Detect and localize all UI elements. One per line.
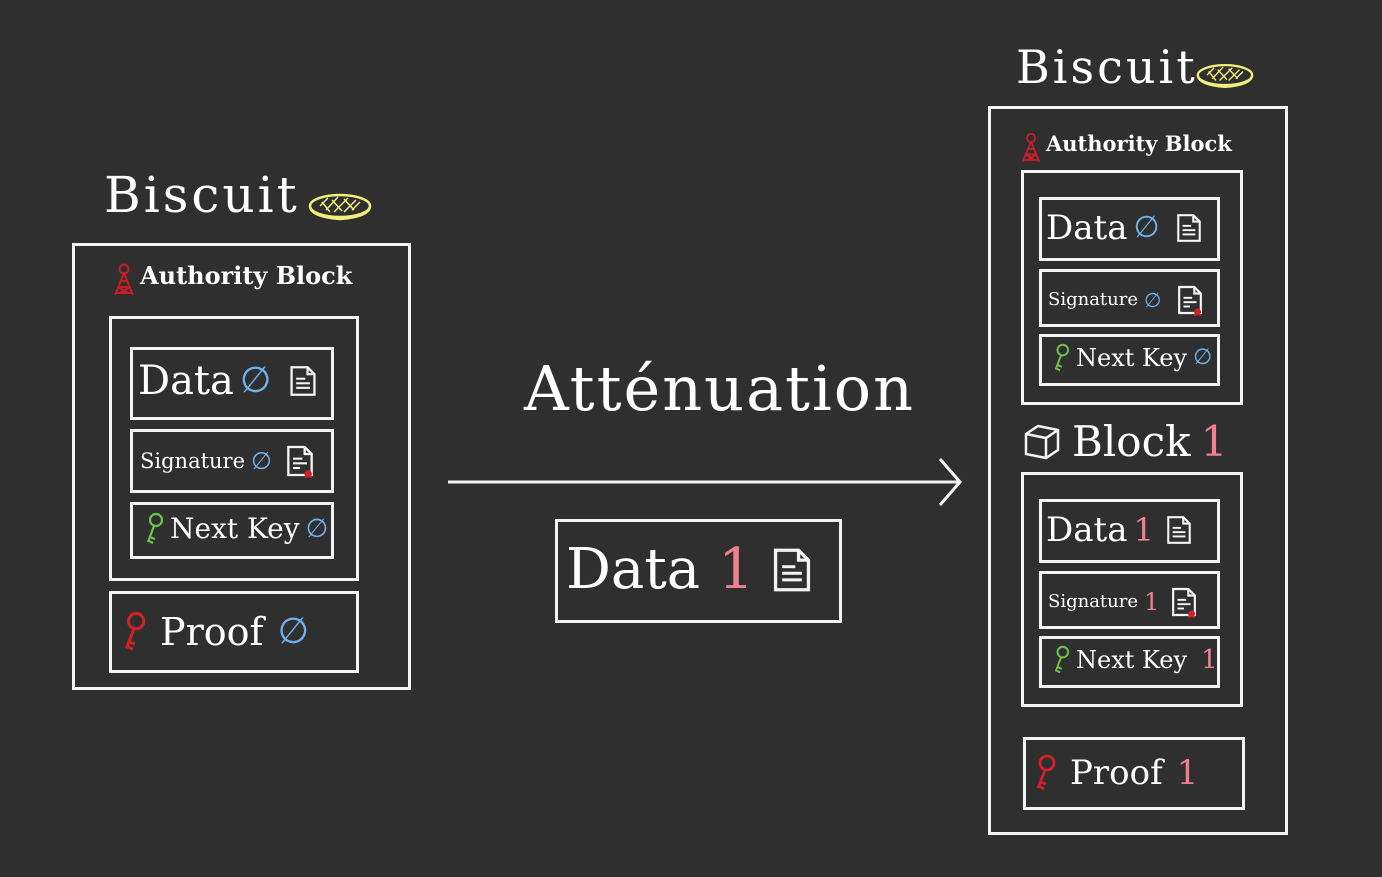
left-proof-label: Proof xyxy=(160,610,264,654)
biscuit-coin-icon xyxy=(308,190,372,224)
left-data-label: Data xyxy=(138,358,234,404)
left-signature-num: ∅ xyxy=(251,447,272,475)
right-b1-nextkey-content: Next Key 1 xyxy=(1052,645,1218,675)
right-b1-signature-row xyxy=(1039,571,1220,629)
middle-data-label: Data xyxy=(566,537,701,602)
left-data-content: Data ∅ xyxy=(138,361,317,401)
left-authority-block xyxy=(109,316,359,581)
document-icon xyxy=(289,365,317,397)
document-icon xyxy=(1166,515,1192,545)
right-auth-nextkey-row xyxy=(1039,334,1220,386)
left-biscuit-title: Biscuit xyxy=(104,170,300,220)
right-b1-nextkey-num: 1 xyxy=(1201,645,1218,675)
right-authority-label-text: Authority Block xyxy=(1046,131,1232,156)
block-num: 1 xyxy=(1200,417,1228,466)
key-icon xyxy=(122,611,146,653)
right-auth-nextkey-content: Next Key ∅ xyxy=(1052,343,1212,373)
right-auth-signature-content: Signature ∅ xyxy=(1048,284,1203,316)
document-icon xyxy=(1176,213,1202,243)
right-biscuit-container xyxy=(988,106,1288,835)
biscuit-coin-icon xyxy=(1196,60,1254,92)
block-1-header: Block 1 xyxy=(1022,421,1227,463)
right-b1-signature-content: Signature 1 xyxy=(1048,586,1197,618)
left-proof-box xyxy=(109,591,359,673)
left-proof-content: Proof ∅ xyxy=(122,611,309,653)
middle-data-box xyxy=(555,519,842,623)
right-auth-data-content: Data ∅ xyxy=(1046,211,1202,245)
left-signature-label: Signature xyxy=(140,448,246,473)
right-auth-signature-row xyxy=(1039,269,1220,327)
right-block-1 xyxy=(1021,472,1243,707)
right-proof-box xyxy=(1023,737,1245,810)
authority-tower-icon xyxy=(112,263,136,297)
left-authority-label: Authority Block xyxy=(140,264,352,288)
right-b1-nextkey-row xyxy=(1039,636,1220,688)
key-icon xyxy=(1034,753,1056,793)
middle-data-num: 1 xyxy=(718,537,754,602)
cube-icon xyxy=(1022,422,1062,462)
left-signature-row xyxy=(130,429,334,493)
right-b1-nextkey-label: Next Key xyxy=(1076,646,1188,674)
left-authority-label-text: Authority Block xyxy=(140,261,353,290)
arrow-icon xyxy=(448,458,962,506)
left-nextkey-row xyxy=(130,502,334,559)
right-auth-signature-num: ∅ xyxy=(1144,288,1162,312)
right-b1-signature-label: Signature xyxy=(1048,591,1139,612)
signed-document-icon xyxy=(286,444,314,478)
right-proof-content: Proof 1 xyxy=(1034,753,1198,793)
authority-tower-icon xyxy=(1020,132,1042,164)
left-data-num: ∅ xyxy=(239,360,272,401)
document-icon xyxy=(772,547,812,593)
right-auth-data-row xyxy=(1039,197,1220,261)
left-data-row xyxy=(130,347,334,420)
right-auth-nextkey-label: Next Key xyxy=(1076,344,1188,372)
left-nextkey-num: ∅ xyxy=(305,514,329,544)
attenuation-title: Atténuation xyxy=(524,358,915,420)
right-proof-num: 1 xyxy=(1176,753,1199,793)
right-auth-signature-label: Signature xyxy=(1048,289,1139,310)
right-proof-label: Proof xyxy=(1070,753,1163,793)
right-authority-block xyxy=(1021,170,1243,405)
right-auth-nextkey-num: ∅ xyxy=(1193,345,1213,370)
right-b1-data-content: Data 1 xyxy=(1046,513,1192,547)
signed-document-icon xyxy=(1177,284,1203,316)
right-biscuit-title-text: Biscuit xyxy=(1016,40,1198,94)
right-b1-signature-num: 1 xyxy=(1144,588,1160,616)
left-biscuit-title-text: Biscuit xyxy=(104,166,300,224)
block-label: Block xyxy=(1072,417,1191,466)
key-icon xyxy=(1052,645,1070,675)
left-nextkey-content: Next Key ∅ xyxy=(144,512,328,546)
right-biscuit-title: Biscuit xyxy=(1016,44,1198,90)
right-auth-data-label: Data xyxy=(1046,208,1128,248)
right-authority-label: Authority Block xyxy=(1046,133,1232,154)
key-icon xyxy=(144,512,164,546)
left-proof-num: ∅ xyxy=(277,611,309,652)
left-signature-content: Signature ∅ xyxy=(140,444,314,478)
right-b1-data-row xyxy=(1039,499,1220,563)
middle-data-content: Data 1 xyxy=(566,542,812,598)
attenuation-title-text: Atténuation xyxy=(524,352,916,425)
signed-document-icon xyxy=(1171,586,1197,618)
left-nextkey-label: Next Key xyxy=(170,512,300,545)
key-icon xyxy=(1052,343,1070,373)
left-biscuit-container xyxy=(72,243,411,690)
right-b1-data-num: 1 xyxy=(1133,511,1154,549)
right-auth-data-num: ∅ xyxy=(1133,210,1160,245)
right-b1-data-label: Data xyxy=(1046,510,1128,550)
